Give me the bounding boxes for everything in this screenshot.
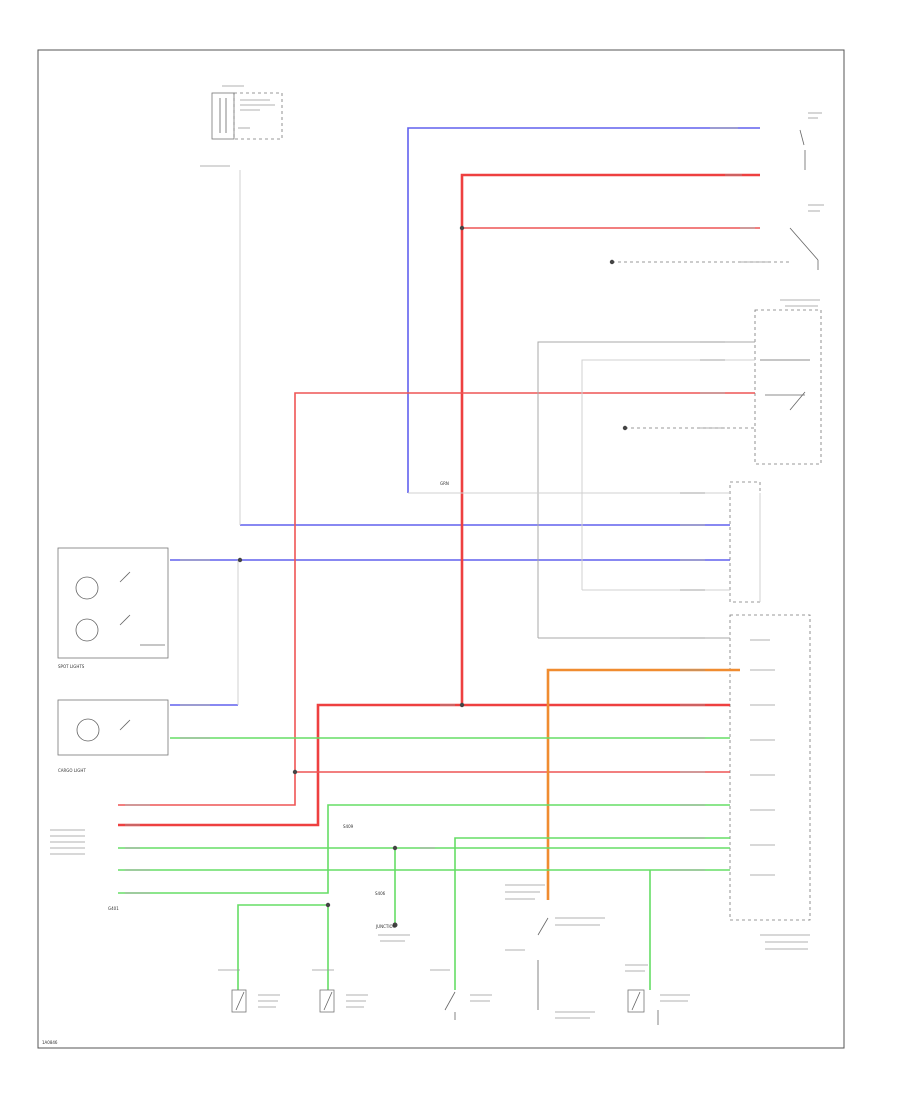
wire-orange xyxy=(546,668,740,900)
fuse-box-component xyxy=(211,92,283,140)
wire-color-labels xyxy=(125,127,770,894)
wire-red-3 xyxy=(118,392,755,806)
junction-label: JUNCTION xyxy=(375,924,396,929)
door-switch-rear xyxy=(430,969,492,1020)
spot-lights-box xyxy=(57,547,169,659)
wire-blue-1 xyxy=(407,127,760,493)
ground-junction xyxy=(378,934,410,942)
wire-green-8 xyxy=(454,837,730,990)
splice-a-label: S409 xyxy=(343,824,354,829)
ground-point-label: G401 xyxy=(108,906,119,911)
wire-gray-5 xyxy=(581,359,755,590)
page-number: 1A0846 xyxy=(42,1040,58,1045)
body-control-module xyxy=(729,614,811,921)
wire-grn-label: GRN xyxy=(440,481,449,486)
door-switch-lf xyxy=(218,969,280,1013)
wire-red-4 xyxy=(118,703,730,827)
splice-b-label: S406 xyxy=(375,891,386,896)
connector-c1 xyxy=(729,481,761,603)
wire-green-4 xyxy=(118,804,730,894)
diagram-frame xyxy=(37,49,845,1049)
wire-green-5 xyxy=(237,904,328,990)
door-switch-rf xyxy=(312,969,368,1013)
ignition-key-switch xyxy=(505,884,605,1019)
ignition-switch-box xyxy=(754,299,822,465)
door-switch-top xyxy=(799,112,822,170)
wire-red-main xyxy=(460,173,760,705)
wire-gray-1 xyxy=(537,341,755,638)
cargo-light-label: CARGO LIGHT xyxy=(58,768,86,773)
left-connector-labels xyxy=(50,829,85,855)
trunk-switch xyxy=(789,204,824,270)
door-switch-tailgate xyxy=(625,964,690,1025)
spot-lights-label: SPOT LIGHTS xyxy=(58,664,85,669)
junction-dots xyxy=(237,225,628,928)
cargo-light-box xyxy=(57,699,169,756)
